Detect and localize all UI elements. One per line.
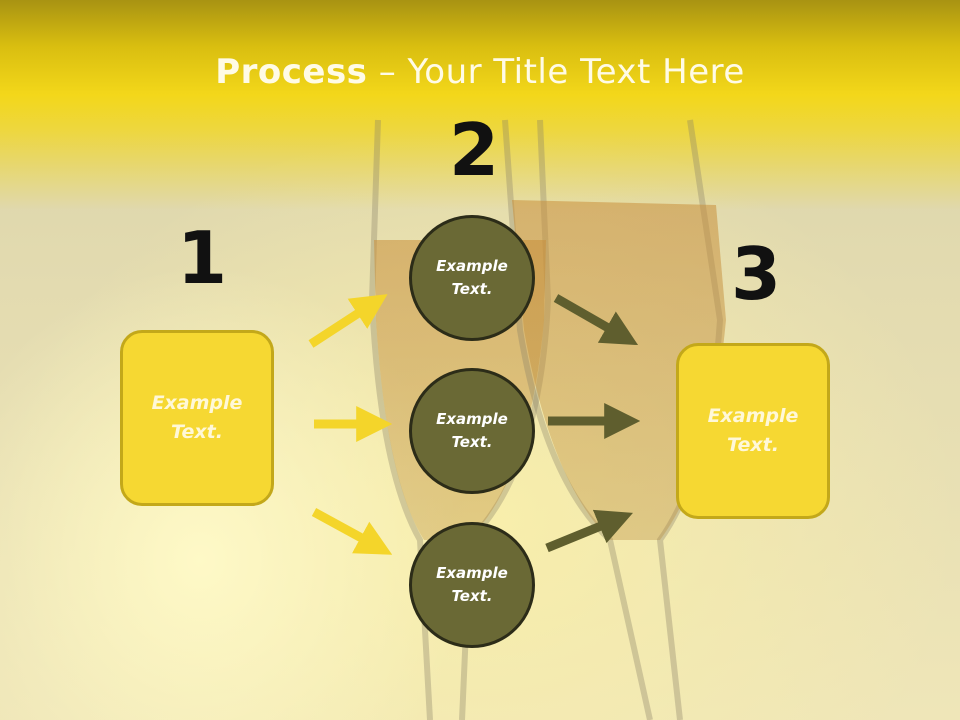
slide-title: Process – Your Title Text Here: [0, 52, 960, 92]
arrow-right-down-icon: [553, 294, 639, 346]
circle-top-text-line2: Text.: [451, 280, 493, 298]
step-1-text: Example Text.: [152, 389, 243, 447]
arrow-right-down-icon: [311, 508, 393, 555]
step-2-circle-bottom[interactable]: Example Text.: [409, 522, 535, 648]
circle-bottom-text-line2: Text.: [451, 587, 493, 605]
step-3-box[interactable]: Example Text.: [676, 343, 830, 519]
step-3-text-line2: Text.: [727, 434, 779, 456]
title-bar: [0, 0, 960, 210]
step-3-text-line1: Example: [707, 405, 799, 427]
step-2-circle-top[interactable]: Example Text.: [409, 215, 535, 341]
title-bold: Process: [215, 52, 368, 92]
step-number-1: 1: [177, 216, 228, 300]
title-rest: – Your Title Text Here: [367, 52, 745, 92]
step-3-text: Example Text.: [708, 402, 799, 460]
circle-bottom-text: Example Text.: [436, 562, 508, 608]
step-1-box[interactable]: Example Text.: [120, 330, 274, 506]
circle-top-text: Example Text.: [436, 255, 508, 301]
step-number-2: 2: [449, 108, 500, 192]
circle-bottom-text-line1: Example: [436, 564, 508, 582]
circle-top-text-line1: Example: [436, 257, 508, 275]
arrow-right-up-icon: [308, 294, 388, 348]
step-number-3: 3: [731, 232, 782, 316]
circle-middle-text: Example Text.: [436, 408, 508, 454]
circle-middle-text-line1: Example: [436, 410, 508, 428]
circle-middle-text-line2: Text.: [451, 433, 493, 451]
step-1-text-line2: Text.: [171, 421, 223, 443]
arrow-right-up-icon: [545, 509, 633, 553]
step-2-circle-middle[interactable]: Example Text.: [409, 368, 535, 494]
step-1-text-line1: Example: [151, 392, 243, 414]
